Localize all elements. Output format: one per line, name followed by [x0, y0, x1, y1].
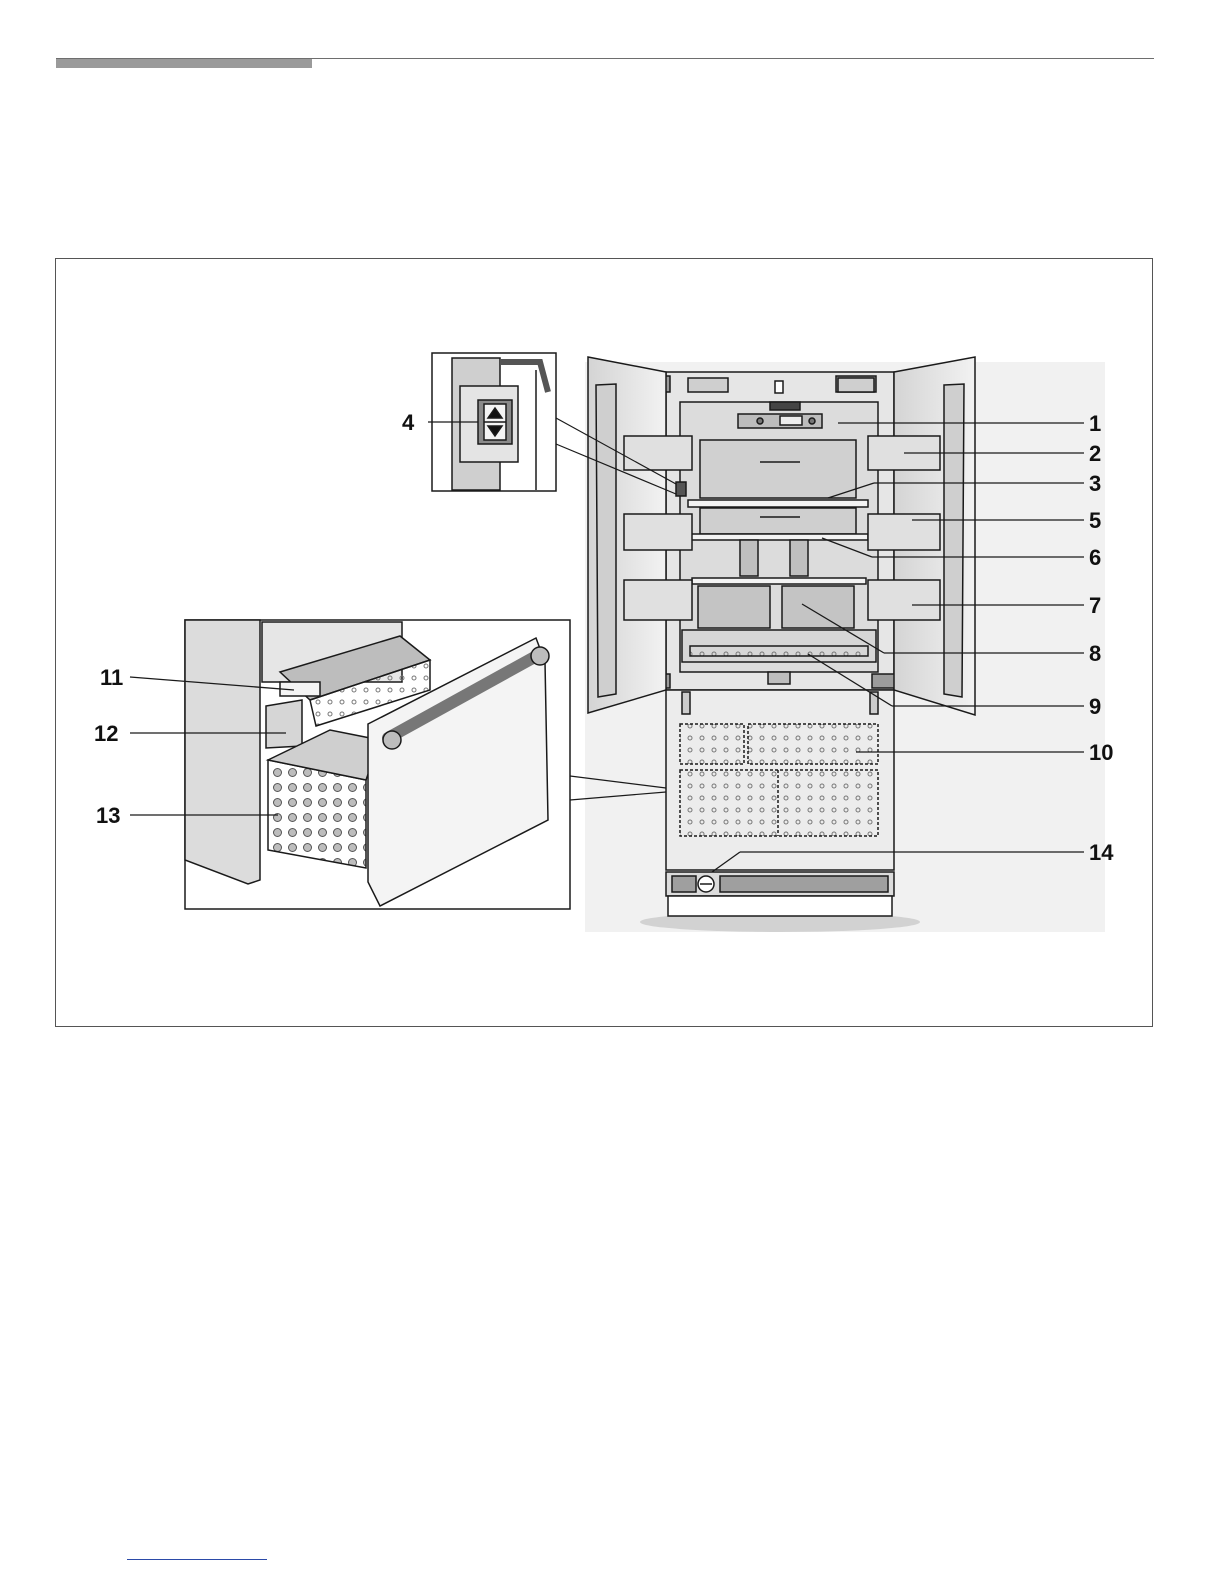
freezer-drawer	[666, 690, 894, 916]
callout-7: 7	[1089, 593, 1101, 618]
callout-1: 1	[1089, 411, 1101, 436]
callout-12: 12	[94, 721, 118, 746]
callout-13: 13	[96, 803, 120, 828]
callout-4: 4	[402, 410, 415, 435]
drawer-detail-inset	[185, 620, 570, 909]
callout-14: 14	[1089, 840, 1114, 865]
callout-11: 11	[100, 665, 123, 690]
footer-link-underline	[127, 1559, 267, 1560]
callout-2: 2	[1089, 441, 1101, 466]
callout-10: 10	[1089, 740, 1113, 765]
callout-6: 6	[1089, 545, 1101, 570]
callout-9: 9	[1089, 694, 1101, 719]
callout-8: 8	[1089, 641, 1101, 666]
callout-3: 3	[1089, 471, 1101, 496]
callout-5: 5	[1089, 508, 1101, 533]
